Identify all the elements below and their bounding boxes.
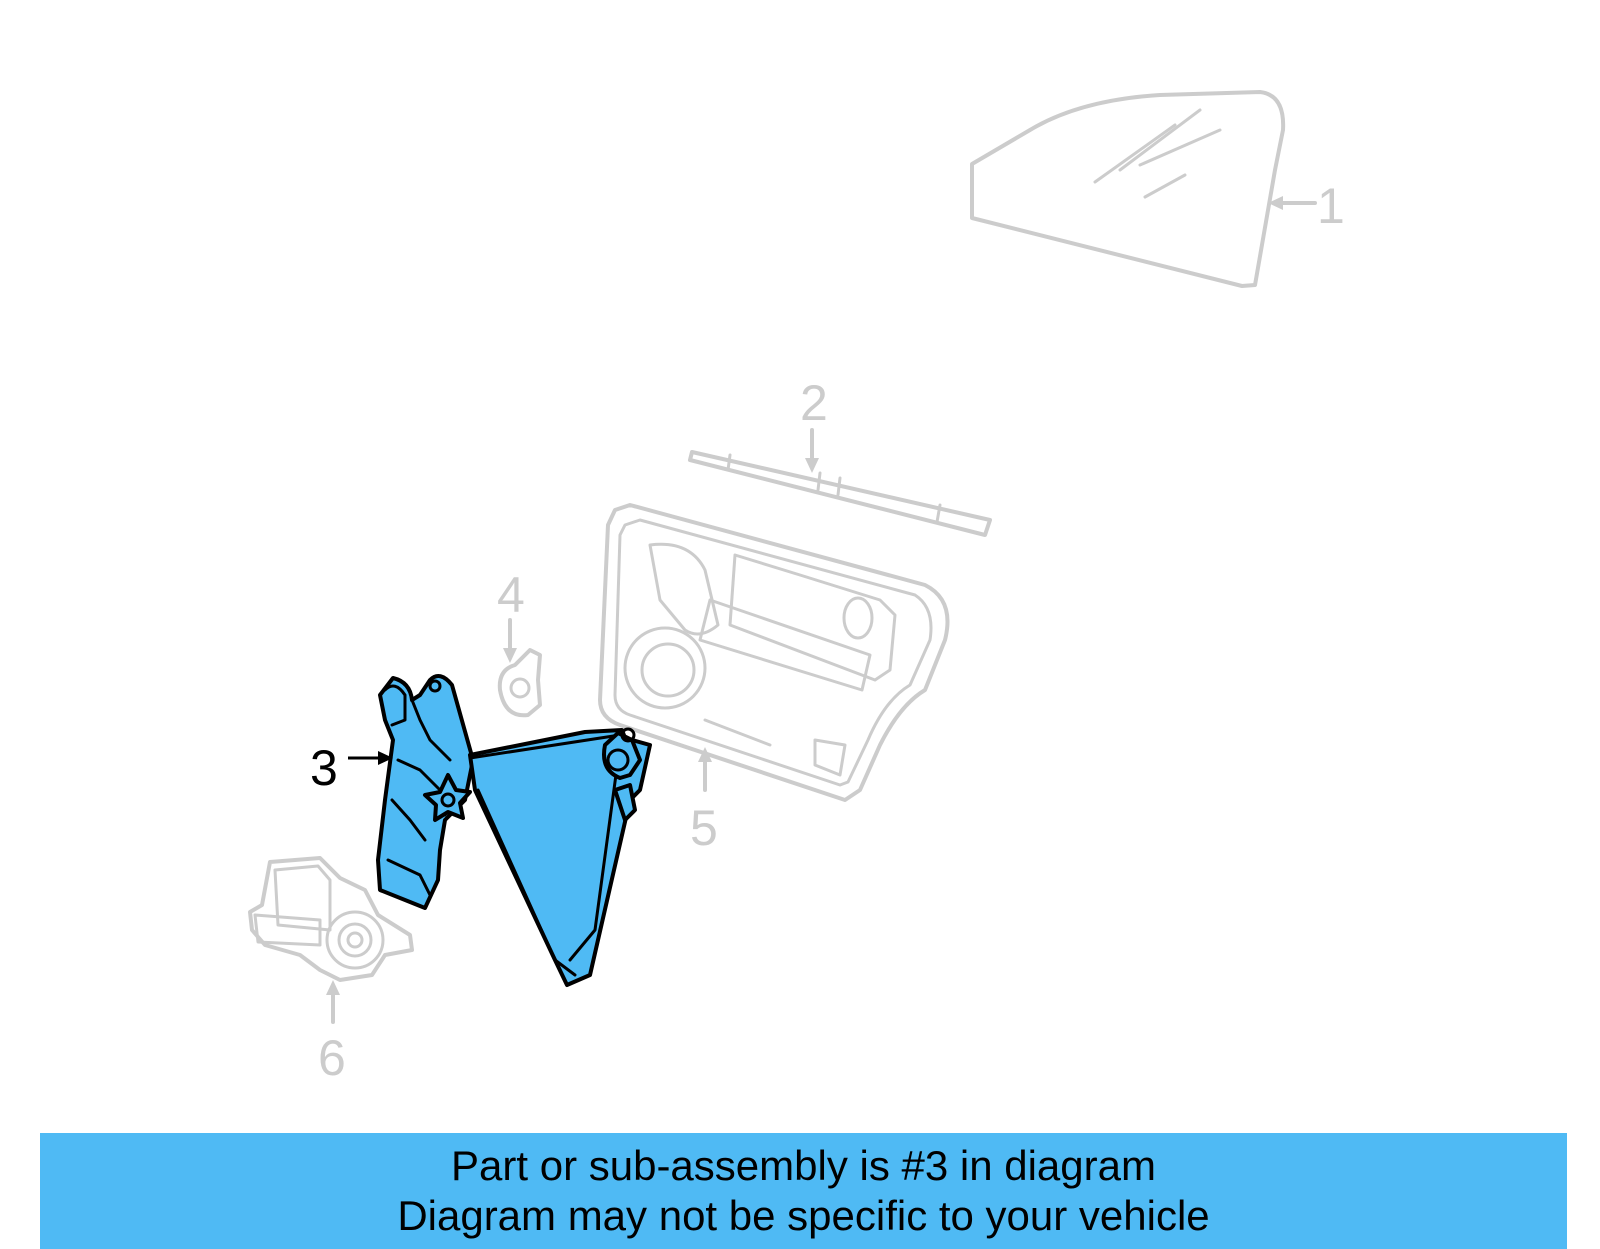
- part-3-window-regulator: [376, 674, 652, 987]
- callout-3-leader: [348, 751, 393, 765]
- info-banner: Part or sub-assembly is #3 in diagram Di…: [40, 1133, 1567, 1249]
- callout-4-leader: [503, 618, 517, 663]
- part-5-door-panel: [598, 503, 950, 802]
- callout-2-leader: [805, 428, 819, 473]
- callout-3-label: 3: [310, 740, 338, 796]
- callout-1-label: 1: [1317, 178, 1345, 234]
- banner-line-2: Diagram may not be specific to your vehi…: [397, 1192, 1210, 1239]
- part-4-clip: [497, 648, 542, 718]
- callout-6-leader: [326, 980, 340, 1024]
- callout-2-label: 2: [800, 375, 828, 431]
- callout-5-label: 5: [690, 800, 718, 856]
- callout-4-label: 4: [497, 567, 525, 623]
- part-2-weatherstrip: [688, 450, 992, 537]
- callout-5-leader: [698, 747, 712, 792]
- callout-6-label: 6: [318, 1030, 346, 1086]
- banner-line-1: Part or sub-assembly is #3 in diagram: [451, 1142, 1156, 1189]
- callout-1-leader: [1268, 196, 1317, 210]
- part-6-window-motor: [248, 856, 414, 982]
- part-1-door-glass: [970, 90, 1286, 288]
